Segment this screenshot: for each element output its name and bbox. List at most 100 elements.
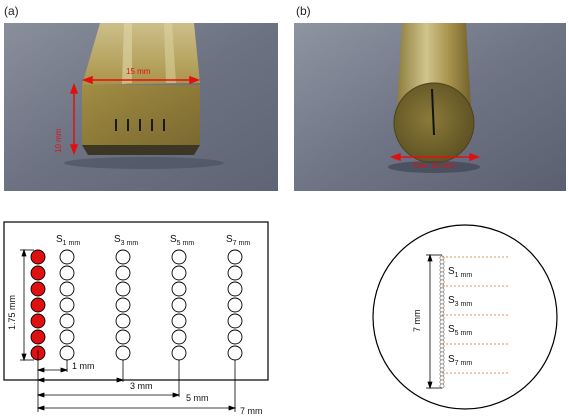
rod-slit <box>431 88 435 136</box>
round-sample-circle <box>439 307 445 313</box>
sample-circle <box>59 281 75 297</box>
round-sample-circle <box>439 355 445 361</box>
distance-label-3: 3 mm <box>130 381 153 391</box>
round-sample-circle <box>439 351 445 357</box>
sample-circle <box>227 265 243 281</box>
sample-circle <box>115 249 131 265</box>
column-label-s5: S5 mm <box>170 234 194 247</box>
sample-circle <box>227 313 243 329</box>
sample-circle <box>59 249 75 265</box>
diameter-dimension-label: Dia. 10 mm <box>414 161 455 170</box>
round-sample-circle <box>439 303 445 309</box>
round-sample-circle <box>439 367 445 373</box>
sample-circle <box>171 249 187 265</box>
column-label-s7: S7 mm <box>226 234 250 247</box>
round-sample-circle <box>439 275 445 281</box>
sample-circle <box>227 281 243 297</box>
photo-round-bar: Dia. 10 mm <box>294 23 566 191</box>
sample-circle <box>227 329 243 345</box>
section-outline <box>3 221 269 381</box>
sample-circle <box>171 313 187 329</box>
sample-circle <box>171 297 187 313</box>
sample-circle <box>59 297 75 313</box>
sample-circle <box>115 329 131 345</box>
sample-circle <box>227 345 243 361</box>
sample-circle <box>171 281 187 297</box>
round-sample-circle <box>439 267 445 273</box>
round-sample-circle <box>439 279 445 285</box>
height-dimension-label: 10 mm <box>54 128 63 153</box>
round-section-outline <box>372 224 558 410</box>
section-label-s5: S5 mm <box>448 324 472 337</box>
round-sample-circle <box>439 359 445 365</box>
round-sample-circle <box>439 287 445 293</box>
round-sample-circle <box>439 299 445 305</box>
sample-circle <box>227 297 243 313</box>
round-sample-circle <box>439 371 445 377</box>
round-sample-circle <box>439 335 445 341</box>
height-dimension-arrow <box>69 82 79 156</box>
round-sample-circle <box>439 263 445 269</box>
round-sample-circle <box>439 375 445 381</box>
round-sample-circle <box>439 347 445 353</box>
bar-end-face <box>82 85 200 145</box>
section-label-s3: S3 mm <box>448 295 472 308</box>
round-sample-circle <box>439 323 445 329</box>
width-dimension-arrow <box>81 75 201 85</box>
section-dividers <box>442 256 510 374</box>
round-sample-circle <box>439 255 445 261</box>
sample-circle-filled <box>30 329 46 345</box>
sample-circles-group <box>30 249 243 361</box>
sample-circle <box>59 265 75 281</box>
length-dimension-b <box>426 253 442 390</box>
diagram-round-section: 7 mm S1 mm S3 mm S5 mm S7 mm <box>372 224 558 410</box>
round-sample-circles <box>439 255 445 389</box>
diagram-rectangular-section: S1 mm S3 mm S5 mm S7 mm 1.75 mm <box>3 221 269 415</box>
round-sample-circle <box>439 343 445 349</box>
distance-label-5: 5 mm <box>186 393 209 403</box>
sample-circle <box>115 313 131 329</box>
section-label-s1: S1 mm <box>448 266 472 279</box>
sample-circle <box>59 329 75 345</box>
sample-circle <box>171 329 187 345</box>
sample-circle-filled <box>30 249 46 265</box>
column-label-s3: S3 mm <box>114 234 138 247</box>
photo-rectangular-bar: 15 mm 10 mm <box>4 23 278 191</box>
round-sample-circle <box>439 331 445 337</box>
distance-arrows <box>36 367 237 411</box>
round-sample-circle <box>439 311 445 317</box>
sample-circle <box>59 313 75 329</box>
width-dimension-label: 15 mm <box>126 67 151 76</box>
sample-circle <box>227 249 243 265</box>
sample-circle-filled <box>30 313 46 329</box>
bar-slits <box>115 119 165 131</box>
sample-circle <box>115 281 131 297</box>
height-dimension-label-a: 1.75 mm <box>7 295 17 330</box>
round-sample-circle <box>439 383 445 389</box>
height-dimension-a <box>20 248 34 362</box>
sample-circle <box>171 265 187 281</box>
round-sample-circle <box>439 271 445 277</box>
sample-circle <box>171 345 187 361</box>
round-sample-circle <box>439 379 445 385</box>
distance-label-7: 7 mm <box>240 406 263 415</box>
sample-circle <box>59 345 75 361</box>
round-sample-circle <box>439 327 445 333</box>
round-sample-circle <box>439 291 445 297</box>
panel-label-a: (a) <box>4 4 19 18</box>
sample-circle-filled <box>30 281 46 297</box>
diameter-dimension-arrow <box>389 152 481 162</box>
sample-circle <box>115 345 131 361</box>
round-sample-circle <box>439 319 445 325</box>
distance-label-1: 1 mm <box>72 361 95 371</box>
round-sample-circle <box>439 315 445 321</box>
section-label-s7: S7 mm <box>448 354 472 367</box>
round-sample-circle <box>439 339 445 345</box>
sample-circle-filled <box>30 265 46 281</box>
sample-circle <box>115 265 131 281</box>
sample-circle <box>115 297 131 313</box>
round-sample-circle <box>439 295 445 301</box>
round-sample-circle <box>439 259 445 265</box>
column-label-s1: S1 mm <box>56 234 80 247</box>
sample-circle-filled <box>30 297 46 313</box>
